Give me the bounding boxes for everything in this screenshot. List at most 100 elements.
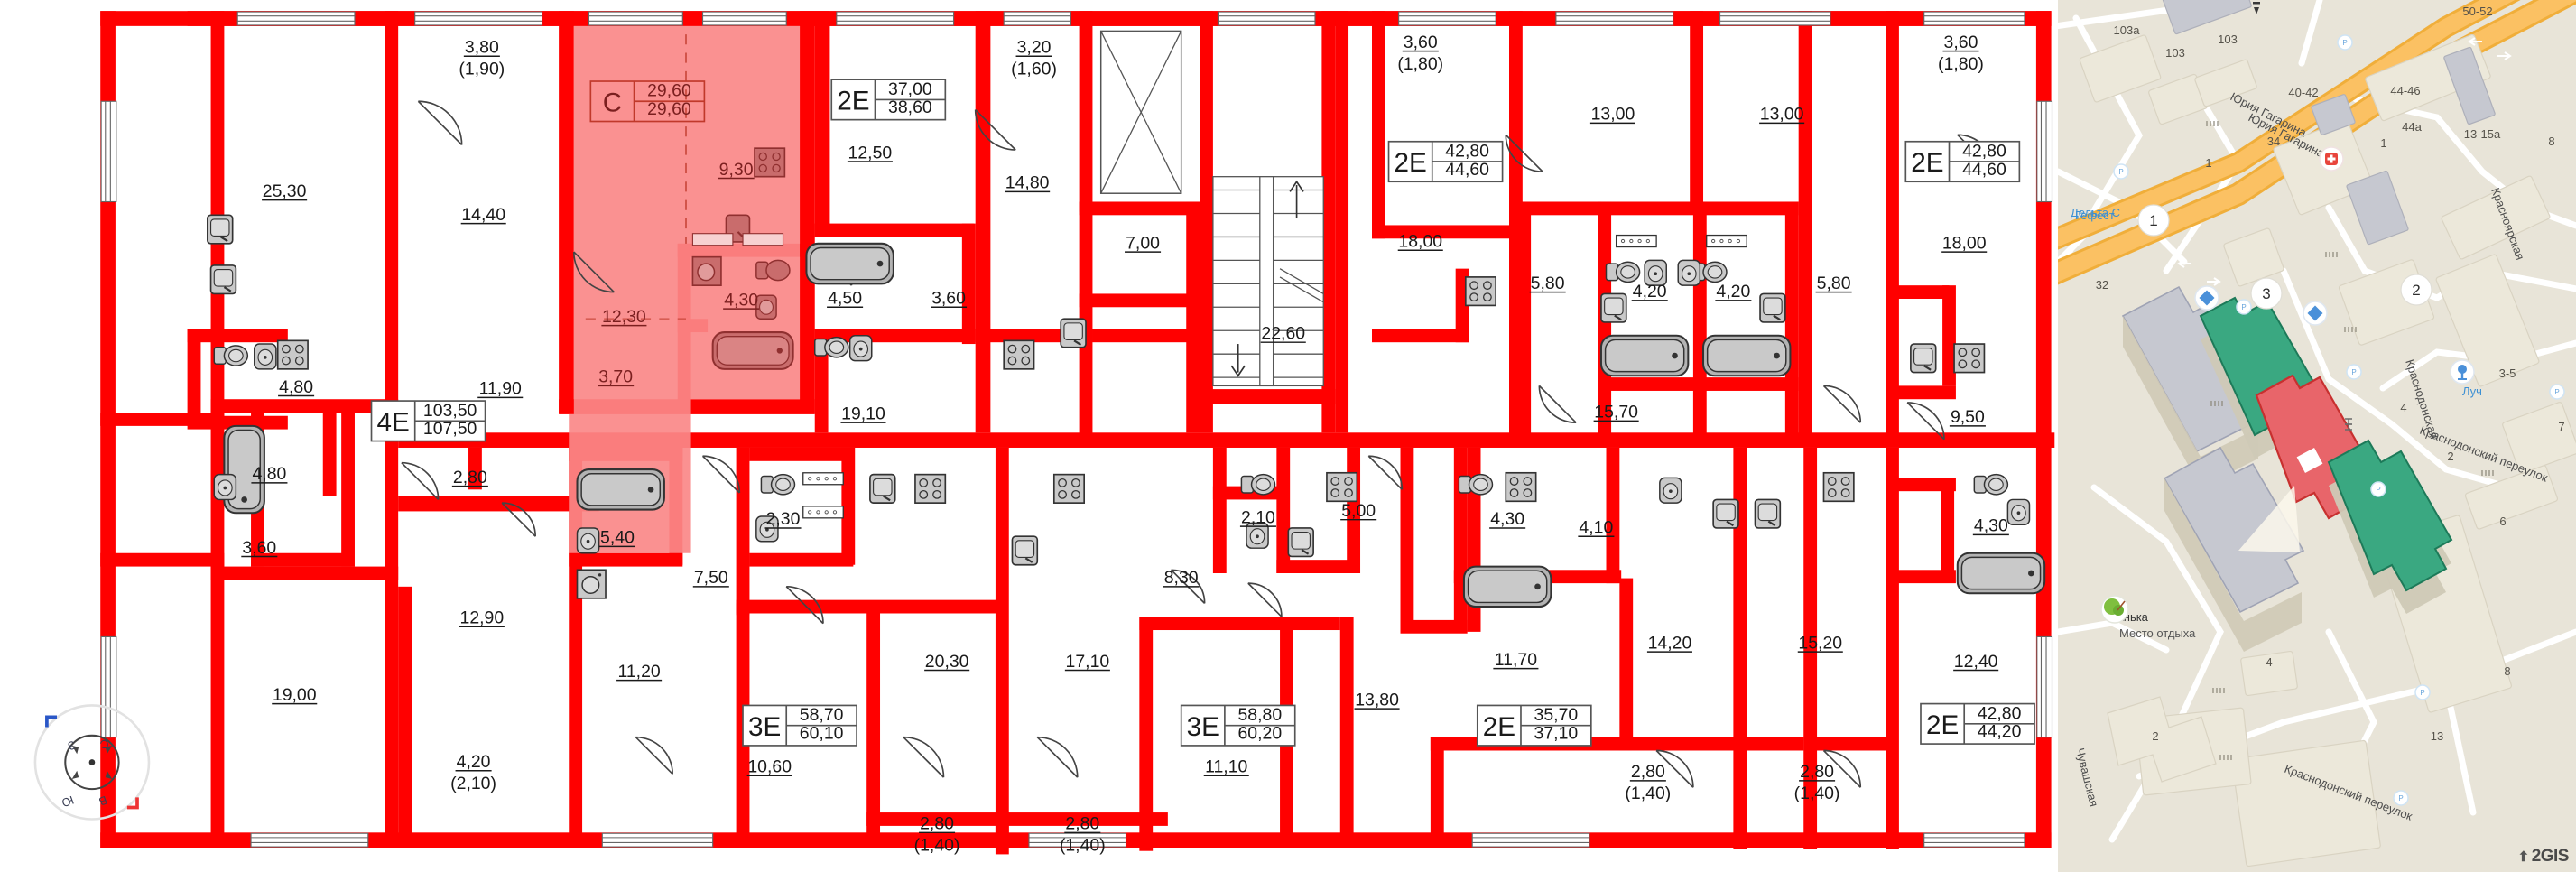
room-area-label: 13,80 [1355,690,1399,710]
elevator-shaft [1099,30,1182,194]
map-section-marker[interactable]: 2 [2400,274,2432,306]
svg-text:P: P [2376,486,2380,494]
room-area-label: 3,60 [1944,32,1978,52]
room-area-label: (1,60) [1011,60,1057,79]
map-building-number: 32 [2096,278,2108,292]
room-area-label: 4,80 [253,464,287,484]
map-marker-label: 2 [2412,282,2420,299]
room-area-label: 14,80 [1005,173,1050,193]
room-area-label: (2,10) [450,774,496,793]
room-area-label: 9,50 [1951,407,1985,427]
room-area-label: 14,20 [1648,633,1692,653]
svg-text:P: P [2118,168,2123,176]
map-building-number: 2 [2447,450,2453,463]
room-area-label: 22,60 [1261,323,1305,343]
room-area-label: 8,30 [1164,568,1199,588]
apartment-type-label: 2E [837,87,869,116]
map-building-number: 3-5 [2499,366,2516,380]
apartment-area-living: 37,10 [1534,724,1579,744]
map-marker-label: 3 [2262,285,2270,302]
room-area-label: 7,00 [1126,233,1160,253]
room-area-label: 20,30 [925,652,969,672]
compass-south-label: Ю [60,793,75,811]
room-area-label: 7,50 [694,568,728,588]
map-building-number: 50-52 [2462,5,2492,18]
tree-icon [2100,595,2129,624]
room-area-label: 10,60 [747,757,792,777]
map-complex [2199,296,2453,614]
map-marker-group[interactable]: 1 2 3 [2137,204,2432,310]
map-poi-label[interactable]: Гефест [2075,209,2115,222]
map-building-green-bottom [2327,439,2453,592]
apartment-type-label: 3E [1187,712,1219,742]
map-section-marker[interactable]: 3 [2250,277,2283,310]
selected-apartment-highlight[interactable] [569,25,801,553]
map-building-number: 13 [2431,729,2443,743]
apartment-area-living: 38,60 [888,97,932,117]
room-area-label: 3,60 [931,289,966,309]
map-poi-label[interactable]: Дельта С [2071,206,2120,219]
map-building-number: 4 [2266,655,2272,669]
door-layer [401,100,1996,788]
room-area-label: (1,40) [914,836,960,856]
room-area-label: 15,20 [1798,633,1842,653]
room-area-label: 19,10 [841,404,885,423]
apartment-area-living: 60,20 [1237,724,1282,744]
map-poi-label[interactable]: Место отдыха [2119,626,2196,640]
traffic-marker-icon [2345,418,2352,431]
room-area-label: 4,20 [1716,282,1750,301]
stairs-icon [2206,121,2494,760]
compass-rose: С З В Ю [33,704,151,821]
map-building-number: 103a [2114,23,2141,37]
map-building-number: 44-46 [2390,84,2420,97]
room-area-label: 15,70 [1594,403,1638,422]
floor-plan-svg[interactable]: 4E103,50107,50C29,6029,602E37,0038,602E4… [0,0,2058,872]
apartment-type-label: 2E [1483,712,1515,742]
map-building-number: 34 [2267,135,2280,148]
room-area-label: 2,80 [920,814,954,834]
map-direction-arrows [2177,37,2512,286]
selected-room-area-label: 3,70 [598,367,633,387]
room-area-label: (1,80) [1938,54,1984,74]
apartment-area-total: 58,80 [1237,705,1282,725]
fixture-layer [206,147,2046,608]
room-area-label: 2,80 [453,468,487,487]
apartment-area-total: 42,80 [1978,703,2022,723]
map-building-number: 103 [2165,46,2185,60]
map-section-marker[interactable]: 1 [2137,204,2170,237]
room-area-label: 11,20 [617,662,660,682]
map-building-number: 103 [2218,32,2238,46]
map-buildings [2079,0,2576,867]
map-building-number: 1 [2380,136,2386,150]
room-area-label: 5,00 [1341,501,1376,521]
pharmacy-icon [2319,146,2344,172]
room-area-label: 12,50 [848,143,893,162]
map-grey-highrises [2121,285,2305,652]
apartment-area-total: 37,00 [888,79,932,99]
apartment-area-total: 35,70 [1534,705,1579,725]
map-building-number: 6 [2499,515,2506,528]
apartment-area-total: 42,80 [1445,141,1489,161]
apartment-area-living: 29,60 [647,99,691,119]
map-poi-label[interactable]: Луч [2462,385,2482,398]
room-area-label: 13,00 [1591,105,1635,125]
apartment-area-total: 42,80 [1962,141,2006,161]
compass-east-label: В [97,793,109,809]
apartment-type-label: 3E [748,712,781,742]
selected-room-area-label: 9,30 [719,160,754,180]
